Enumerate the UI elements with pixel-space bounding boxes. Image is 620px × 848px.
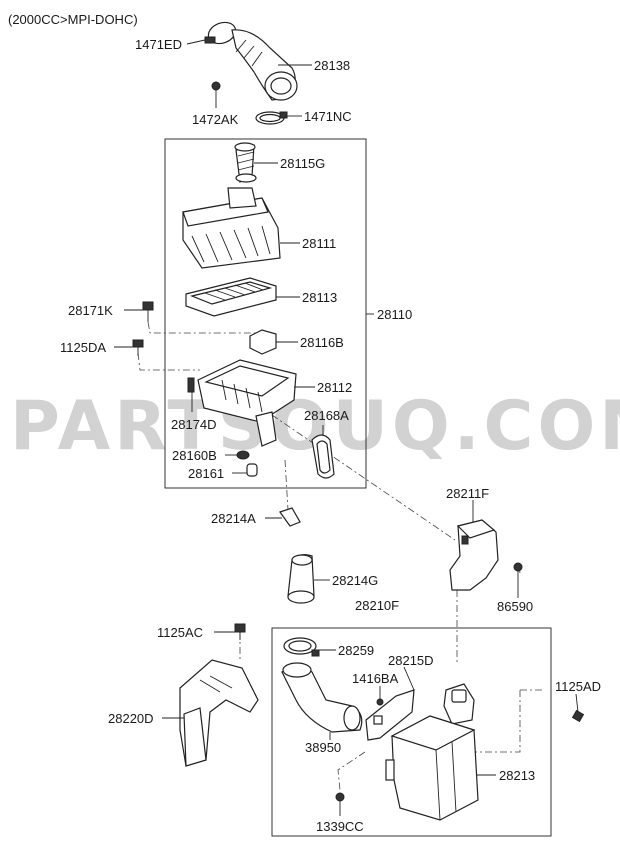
air-cleaner-assembly-box [164, 138, 367, 489]
cleaner-case-28112 [197, 359, 297, 447]
duct-hose-28214G [287, 554, 315, 604]
bolt-1125AD [571, 709, 585, 723]
label-1471NC: 1471NC [304, 109, 352, 124]
label-86590: 86590 [497, 599, 533, 614]
air-duct-28211F [449, 519, 499, 591]
label-28171K: 28171K [68, 303, 113, 318]
label-1472AK: 1472AK [192, 112, 239, 127]
label-1416BA: 1416BA [352, 671, 399, 686]
clamp-1471NC [255, 111, 288, 125]
label-28214G: 28214G [332, 573, 378, 588]
label-1125DA: 1125DA [60, 340, 106, 355]
label-28112: 28112 [317, 380, 352, 395]
label-28210F: 28210F [355, 598, 399, 613]
clip-86590 [513, 562, 523, 572]
label-28160B: 28160B [172, 448, 217, 463]
bracket-28215D [365, 689, 415, 741]
label-28115G: 28115G [280, 156, 325, 171]
bolt-1125AC [234, 623, 246, 640]
label-28161: 28161 [188, 466, 224, 481]
bolt-28171K [142, 301, 154, 322]
label-28220D: 28220D [108, 711, 154, 726]
bolt-1472AK [211, 81, 221, 100]
cleaner-cover-28111 [182, 187, 281, 269]
label-38950: 38950 [305, 740, 341, 755]
label-1471ED: 1471ED [135, 37, 182, 52]
sensor-28174D [187, 377, 195, 393]
bracket-28220D [179, 659, 259, 767]
filter-element-28113 [185, 277, 277, 317]
label-28211F: 28211F [446, 486, 489, 501]
label-28259: 28259 [338, 643, 374, 658]
bolt-1125DA [132, 339, 144, 356]
label-28214A: 28214A [211, 511, 256, 526]
label-28116B: 28116B [300, 335, 344, 350]
label-28213: 28213 [499, 768, 535, 783]
label-28138: 28138 [314, 58, 350, 73]
gasket-28168A [311, 434, 335, 479]
insulator-28161 [246, 463, 258, 477]
label-1125AC: 1125AC [157, 625, 203, 640]
label-1125AD: 1125AD [555, 679, 601, 694]
label-28215D: 28215D [388, 653, 434, 668]
engine-variant-label: (2000CC>MPI-DOHC) [8, 12, 138, 27]
intake-hose-28138 [231, 29, 298, 101]
label-1339CC: 1339CC [316, 819, 364, 834]
bracket-28116B [249, 329, 277, 355]
duct-28115G [234, 142, 257, 183]
resonator-28213 [385, 683, 479, 821]
bolt-1416BA [376, 698, 384, 706]
resonator-hose-38950 [281, 662, 363, 733]
leader-lines [114, 39, 579, 816]
label-28168A: 28168A [304, 408, 349, 423]
label-28113: 28113 [302, 290, 337, 305]
bolt-1339CC [335, 792, 345, 802]
resonator-assembly-box [271, 627, 552, 837]
label-28110: 28110 [377, 307, 412, 322]
label-28174D: 28174D [171, 417, 217, 432]
clamp-1471ED [204, 21, 237, 45]
part-labels: 1471ED 28138 1472AK 1471NC 28115G 28111 … [60, 37, 601, 834]
grommet-28160B [236, 450, 250, 460]
label-28111: 28111 [302, 236, 336, 251]
bracket-28214A [279, 507, 301, 527]
clamp-28259 [283, 637, 320, 657]
